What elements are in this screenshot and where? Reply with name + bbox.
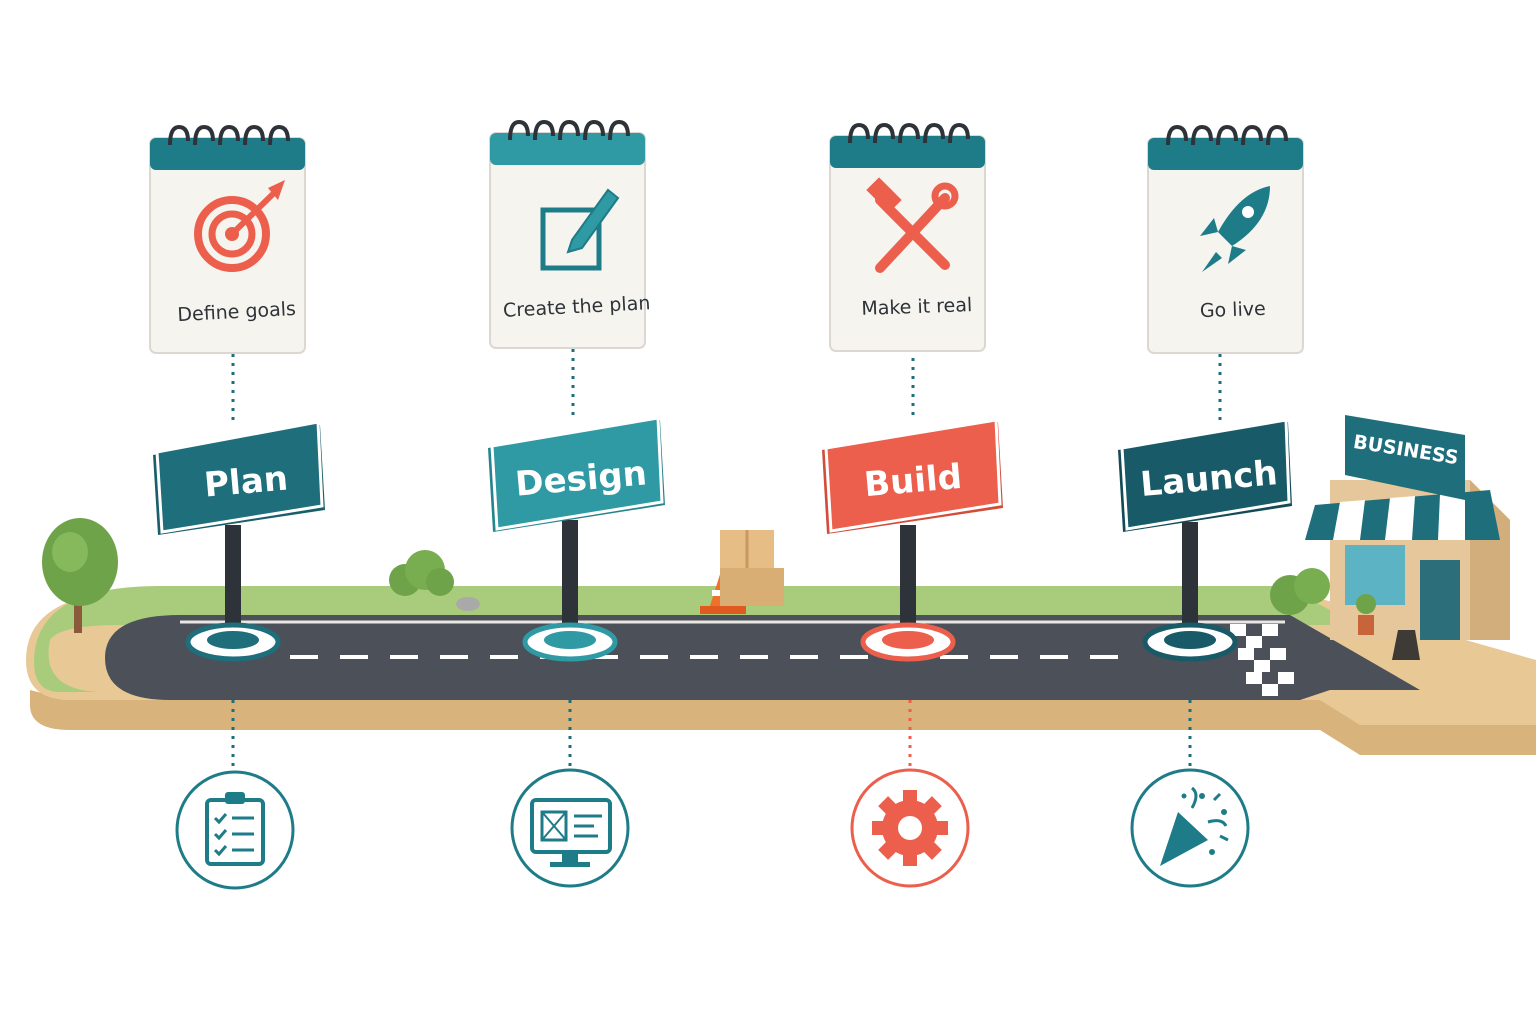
binder-rings: [168, 124, 290, 146]
calendar-card-design[interactable]: Create the plan: [489, 119, 651, 349]
target-arrow-icon: [194, 180, 285, 272]
bush: [389, 550, 480, 611]
gear-icon[interactable]: [850, 768, 970, 888]
finish-line: [1230, 624, 1294, 696]
stage-build: Make it real Build: [822, 122, 1003, 888]
dotted-connectors: [231, 340, 1222, 770]
calendar-label-launch: Go live: [1199, 298, 1266, 322]
sign-label-build: Build: [863, 457, 964, 505]
monitor-wireframe-icon[interactable]: [510, 768, 630, 888]
signpost-plan[interactable]: Plan: [153, 420, 325, 662]
rocket-icon: [1200, 186, 1270, 272]
stage-design: Create the plan Design: [488, 119, 665, 888]
binder-rings: [848, 122, 970, 144]
stage-plan: Define goals Plan: [149, 124, 325, 890]
signpost-design[interactable]: Design: [488, 416, 665, 662]
calendar-card-build[interactable]: Make it real: [829, 122, 986, 352]
awning: [1305, 490, 1500, 540]
pencil-square-icon: [540, 188, 620, 271]
party-popper-icon[interactable]: [1130, 768, 1250, 888]
hammer-wrench-icon: [866, 177, 959, 273]
storefront: BUSINESS: [1305, 415, 1510, 660]
tree: [42, 518, 118, 633]
signpost-launch[interactable]: Launch: [1118, 418, 1292, 662]
sign-label-plan: Plan: [203, 458, 290, 505]
binder-rings: [508, 119, 630, 141]
stage-launch: Go live Launch: [1118, 124, 1304, 888]
clipboard-checklist-icon[interactable]: [175, 770, 295, 890]
calendar-card-plan[interactable]: Define goals: [149, 124, 306, 354]
calendar-label-build: Make it real: [861, 294, 973, 320]
shrubs-right: [1270, 568, 1330, 615]
boxes-and-cone: [700, 530, 784, 614]
signpost-build[interactable]: Build: [822, 418, 1003, 662]
ground-platform: [26, 586, 1536, 755]
binder-rings: [1166, 124, 1288, 146]
calendar-card-launch[interactable]: Go live: [1147, 124, 1304, 354]
